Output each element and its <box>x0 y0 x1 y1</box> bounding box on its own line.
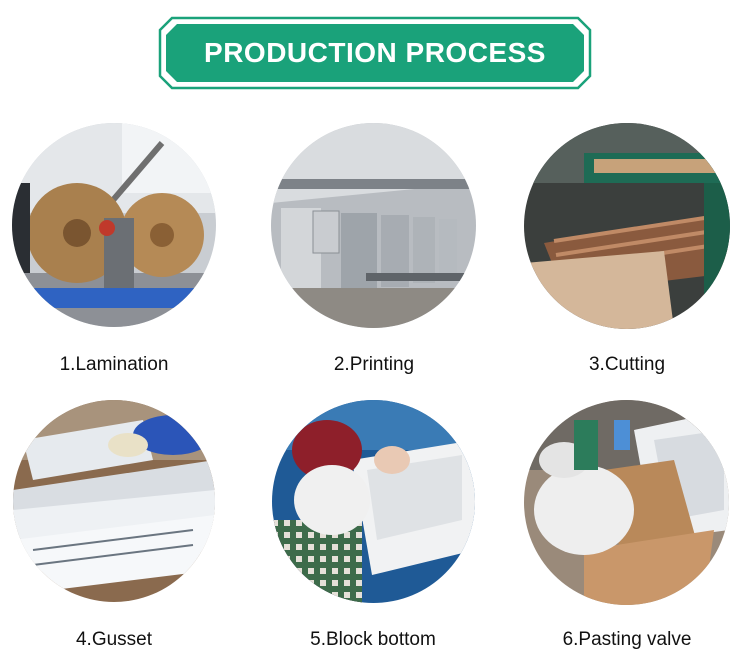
cutting-photo <box>524 123 730 329</box>
step-label: 2.Printing <box>333 354 415 375</box>
step-label: 1.Lamination <box>59 354 169 375</box>
step-label: 6.Pasting valve <box>562 629 692 650</box>
step-label: 3.Cutting <box>588 354 666 375</box>
gusset-photo <box>13 400 215 602</box>
pasting-valve-photo <box>524 400 729 605</box>
printing-photo <box>271 123 476 328</box>
lamination-photo <box>12 123 216 327</box>
page-title: PRODUCTION PROCESS <box>204 37 546 68</box>
step-label: 4.Gusset <box>75 629 153 650</box>
banner-shape <box>158 16 592 90</box>
block-bottom-photo <box>272 400 475 603</box>
step-label: 5.Block bottom <box>310 629 436 650</box>
title-banner: PRODUCTION PROCESS <box>158 16 592 90</box>
